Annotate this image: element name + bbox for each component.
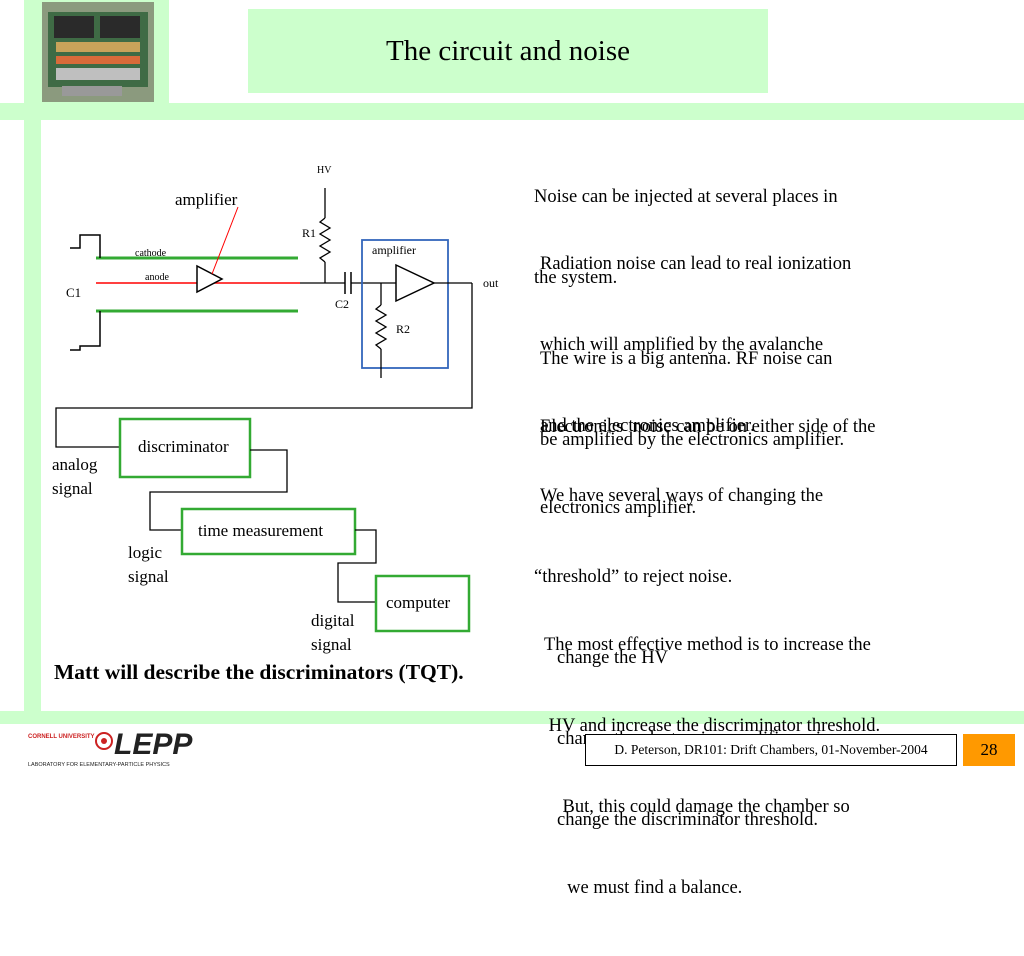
discriminator-label: discriminator [138, 437, 229, 456]
out-label: out [483, 276, 499, 290]
note-6-line-1: The most effective method is to increase… [544, 635, 871, 655]
amplifier-pointer-line [211, 206, 239, 275]
anode-label: anode [145, 272, 169, 283]
signal-cable-1 [55, 283, 473, 448]
r2-resistor [374, 304, 388, 350]
lepp-subtitle-text: LABORATORY FOR ELEMENTARY-PARTICLE PHYSI… [28, 762, 170, 768]
logo-emblem-core-icon [101, 738, 107, 744]
note-6-line-4: we must find a balance. [544, 878, 743, 898]
computer-box [374, 574, 471, 633]
note-2-line-1: Radiation noise can lead to real ionizat… [540, 254, 852, 274]
bottom-note: Matt will describe the discriminators (T… [54, 660, 464, 684]
hv-label: HV [317, 165, 332, 176]
circuit-board-photo [42, 2, 154, 102]
analog-signal-label: signal [52, 479, 93, 498]
c2-label: C2 [335, 297, 349, 311]
note-4: Electronics noise can be on either side … [540, 360, 875, 576]
note-1: Noise can be injected at several places … [534, 130, 838, 346]
logo-emblem-icon [95, 732, 113, 750]
slide-title: The circuit and noise [386, 34, 630, 67]
bottom-band [0, 711, 1024, 724]
lepp-logo-text: LEPP [114, 728, 193, 761]
amplifier-triangle [395, 263, 436, 303]
note-6-line-3: But, this could damage the chamber so [544, 797, 850, 817]
note-3-line-1: The wire is a big antenna. RF noise can [540, 349, 833, 369]
signal-cable-3 [337, 529, 377, 603]
footer-box: D. Peterson, DR101: Drift Chambers, 01-N… [585, 734, 957, 766]
logic-label: logic [128, 543, 162, 562]
note-5-line-2: “threshold” to reject noise. [534, 567, 733, 587]
note-5-line-1: We have several ways of changing the [540, 486, 824, 506]
note-2: Radiation noise can lead to real ionizat… [540, 197, 851, 494]
note-6: The most effective method is to increase… [544, 578, 880, 956]
c1-bottom-bracket [70, 311, 101, 351]
c1-label: C1 [66, 285, 81, 300]
note-6-line-2: HV and increase the discriminator thresh… [544, 716, 881, 736]
r1-resistor [318, 217, 332, 263]
cornell-logo-text: CORNELL UNIVERSITY [28, 734, 95, 740]
signal-cable-2 [149, 449, 288, 531]
anode-amplifier-symbol [196, 264, 224, 294]
time-measurement-box [180, 507, 357, 556]
note-5-item-1: change the HV [557, 648, 668, 668]
page-number-badge: 28 [963, 734, 1015, 766]
digital-label: digital [311, 611, 355, 630]
left-band [24, 103, 41, 723]
note-2-line-3: and the electronics amplifier. [540, 416, 755, 436]
note-1-line-1: Noise can be injected at several places … [534, 187, 838, 207]
slide-title-box: The circuit and noise [248, 9, 768, 93]
discriminator-box [118, 417, 252, 479]
note-4-line-1: Electronics noise can be on either side … [540, 417, 876, 437]
r2-label: R2 [396, 322, 410, 336]
top-band [0, 103, 1024, 120]
footer-text: D. Peterson, DR101: Drift Chambers, 01-N… [614, 742, 928, 757]
computer-label: computer [386, 593, 451, 612]
note-2-line-2: which will amplified by the avalanche [540, 335, 824, 355]
note-1-line-2: the system. [534, 268, 618, 288]
r1-label: R1 [302, 226, 316, 240]
logic-signal-label: signal [128, 567, 169, 586]
note-3: The wire is a big antenna. RF noise can … [540, 292, 844, 508]
analog-label: analog [52, 455, 98, 474]
amplifier-box [361, 239, 449, 369]
amplifier-pointer-label: amplifier [175, 190, 238, 209]
page-number: 28 [980, 740, 998, 759]
circuit-diagram: amplifier HV R1 amplifier cathode anode … [52, 165, 499, 654]
amplifier-box-label: amplifier [372, 243, 416, 257]
cathode-label: cathode [135, 248, 167, 259]
time-measurement-label: time measurement [198, 521, 323, 540]
c1-top-bracket [70, 234, 101, 258]
note-3-line-2: be amplified by the electronics amplifie… [540, 430, 845, 450]
digital-signal-label: signal [311, 635, 352, 654]
note-4-line-2: electronics amplifier. [540, 498, 697, 518]
lepp-logo: CORNELL UNIVERSITY LEPP LABORATORY FOR E… [26, 724, 206, 768]
